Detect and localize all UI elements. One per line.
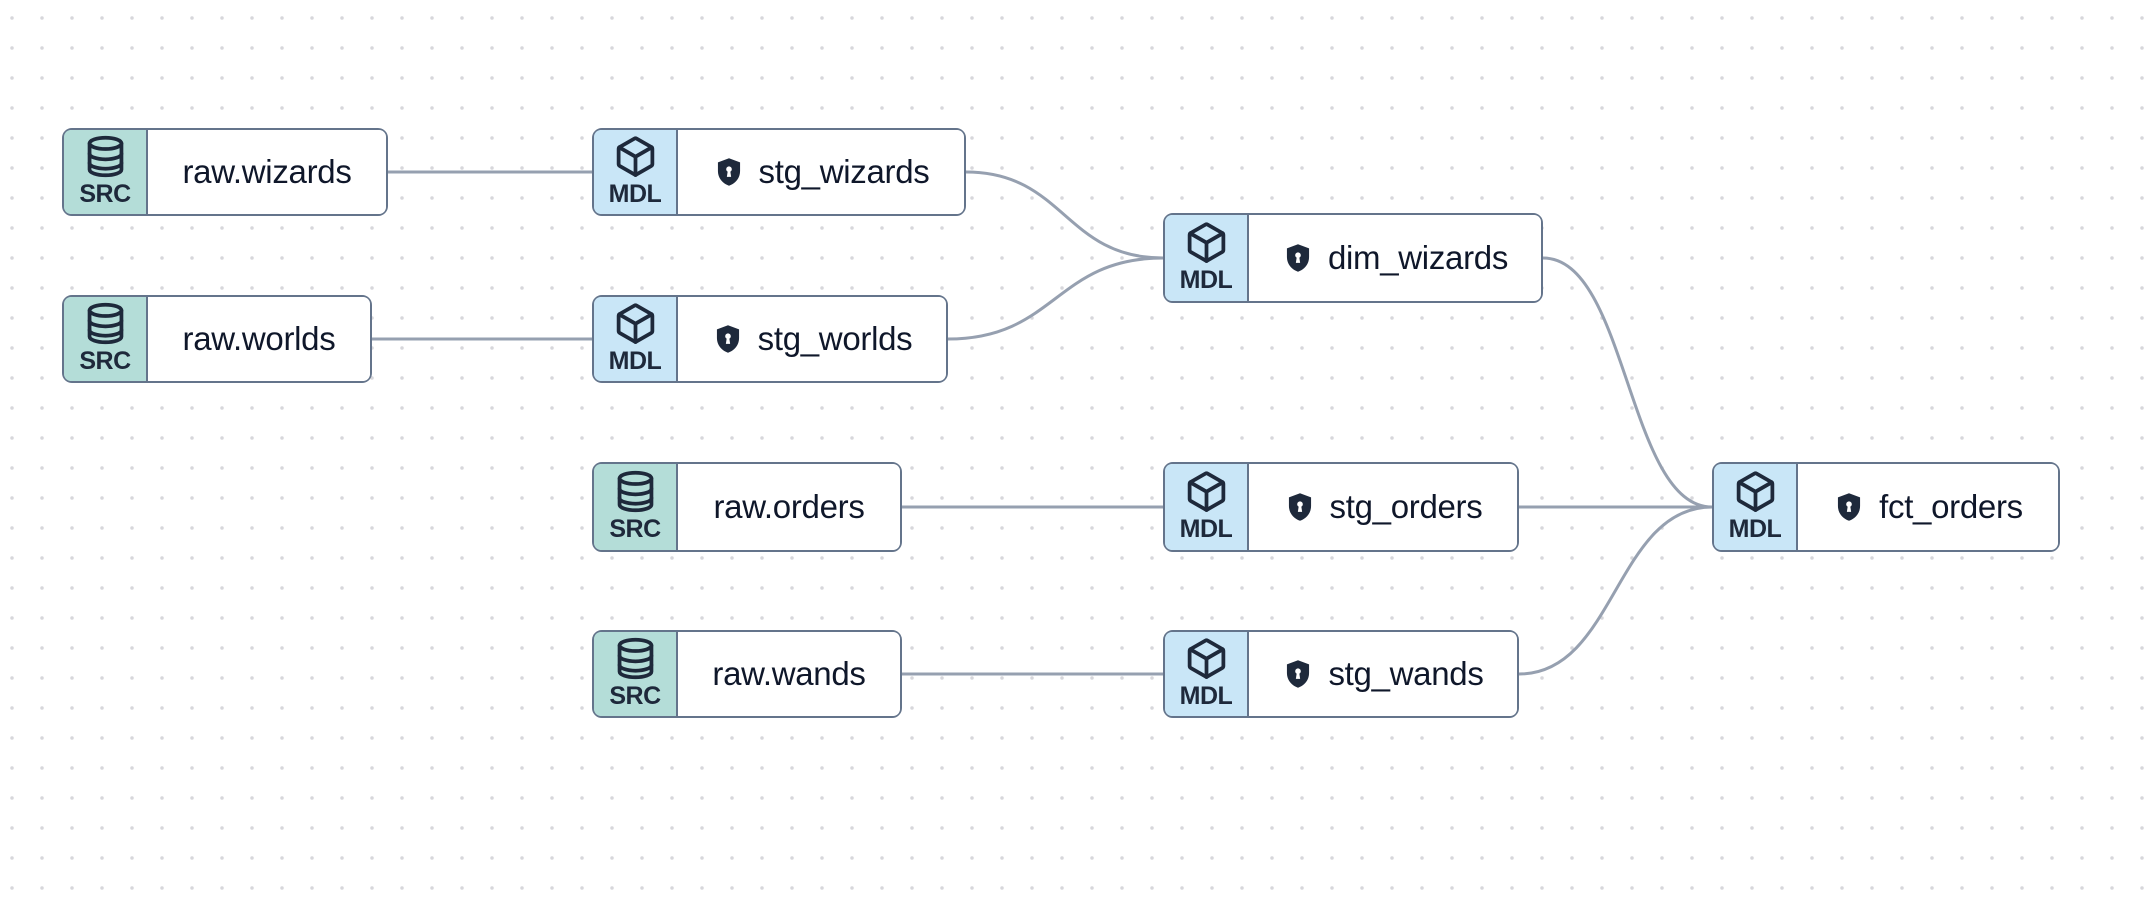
node-body: stg_wands [1249, 632, 1517, 716]
lineage-node-stg_worlds[interactable]: MDL stg_worlds [592, 295, 948, 383]
node-body: raw.orders [678, 464, 900, 550]
lineage-node-raw.wizards[interactable]: SRC raw.wizards [62, 128, 388, 216]
cube-icon [613, 301, 658, 346]
node-body: raw.wizards [148, 130, 386, 214]
lineage-node-dim_wizards[interactable]: MDL dim_wizards [1163, 213, 1543, 303]
edge-stg_wands-to-fct_orders [1517, 505, 1714, 676]
lineage-node-raw.orders[interactable]: SRC raw.orders [592, 462, 902, 552]
node-body: raw.wands [678, 632, 900, 716]
node-body: raw.worlds [148, 297, 370, 381]
edge-dim_wizards-to-fct_orders [1541, 256, 1714, 509]
node-type-badge: MDL [594, 130, 678, 214]
node-type-badge: MDL [1714, 464, 1798, 550]
node-type-label: SRC [79, 347, 131, 376]
node-name: dim_wizards [1327, 239, 1509, 276]
lineage-node-fct_orders[interactable]: MDL fct_orders [1712, 462, 2060, 552]
node-name: fct_orders [1879, 488, 2023, 525]
node-name: stg_wizards [758, 153, 930, 190]
cube-icon [1184, 220, 1229, 265]
node-type-label: MDL [1179, 682, 1233, 711]
node-body: fct_orders [1798, 464, 2058, 550]
shield-lock-icon [1282, 658, 1314, 690]
node-name: raw.worlds [182, 320, 336, 357]
node-type-badge: MDL [1165, 215, 1249, 301]
database-icon [83, 301, 128, 346]
database-icon [83, 134, 128, 179]
node-type-label: SRC [609, 682, 661, 711]
node-name: raw.orders [713, 488, 865, 525]
shield-lock-icon [713, 156, 745, 188]
shield-lock-icon [1833, 491, 1865, 523]
node-type-label: SRC [609, 515, 661, 544]
lineage-node-raw.worlds[interactable]: SRC raw.worlds [62, 295, 372, 383]
node-type-badge: SRC [594, 632, 678, 716]
cube-icon [1184, 636, 1229, 681]
node-type-label: MDL [608, 180, 662, 209]
node-type-badge: SRC [64, 130, 148, 214]
shield-lock-icon [1282, 242, 1314, 274]
lineage-node-stg_orders[interactable]: MDL stg_orders [1163, 462, 1519, 552]
node-name: stg_wands [1328, 655, 1484, 692]
database-icon [613, 636, 658, 681]
lineage-node-stg_wizards[interactable]: MDL stg_wizards [592, 128, 966, 216]
node-body: stg_worlds [678, 297, 946, 381]
node-type-badge: MDL [1165, 632, 1249, 716]
node-body: stg_wizards [678, 130, 964, 214]
node-type-label: MDL [1179, 266, 1233, 295]
node-type-badge: SRC [64, 297, 148, 381]
node-name: stg_orders [1329, 488, 1483, 525]
edge-stg_wizards-to-dim_wizards [964, 170, 1165, 260]
node-type-label: MDL [1179, 515, 1233, 544]
shield-lock-icon [1284, 491, 1316, 523]
cube-icon [1184, 469, 1229, 514]
node-name: raw.wizards [182, 153, 352, 190]
node-type-badge: MDL [594, 297, 678, 381]
edge-stg_worlds-to-dim_wizards [946, 256, 1165, 341]
node-type-label: MDL [1728, 515, 1782, 544]
node-body: stg_orders [1249, 464, 1517, 550]
node-name: raw.wands [712, 655, 866, 692]
lineage-node-stg_wands[interactable]: MDL stg_wands [1163, 630, 1519, 718]
cube-icon [613, 134, 658, 179]
lineage-node-raw.wands[interactable]: SRC raw.wands [592, 630, 902, 718]
node-type-label: MDL [608, 347, 662, 376]
node-type-badge: SRC [594, 464, 678, 550]
shield-lock-icon [712, 323, 744, 355]
cube-icon [1733, 469, 1778, 514]
database-icon [613, 469, 658, 514]
node-name: stg_worlds [757, 320, 913, 357]
node-body: dim_wizards [1249, 215, 1541, 301]
node-type-badge: MDL [1165, 464, 1249, 550]
node-type-label: SRC [79, 180, 131, 209]
